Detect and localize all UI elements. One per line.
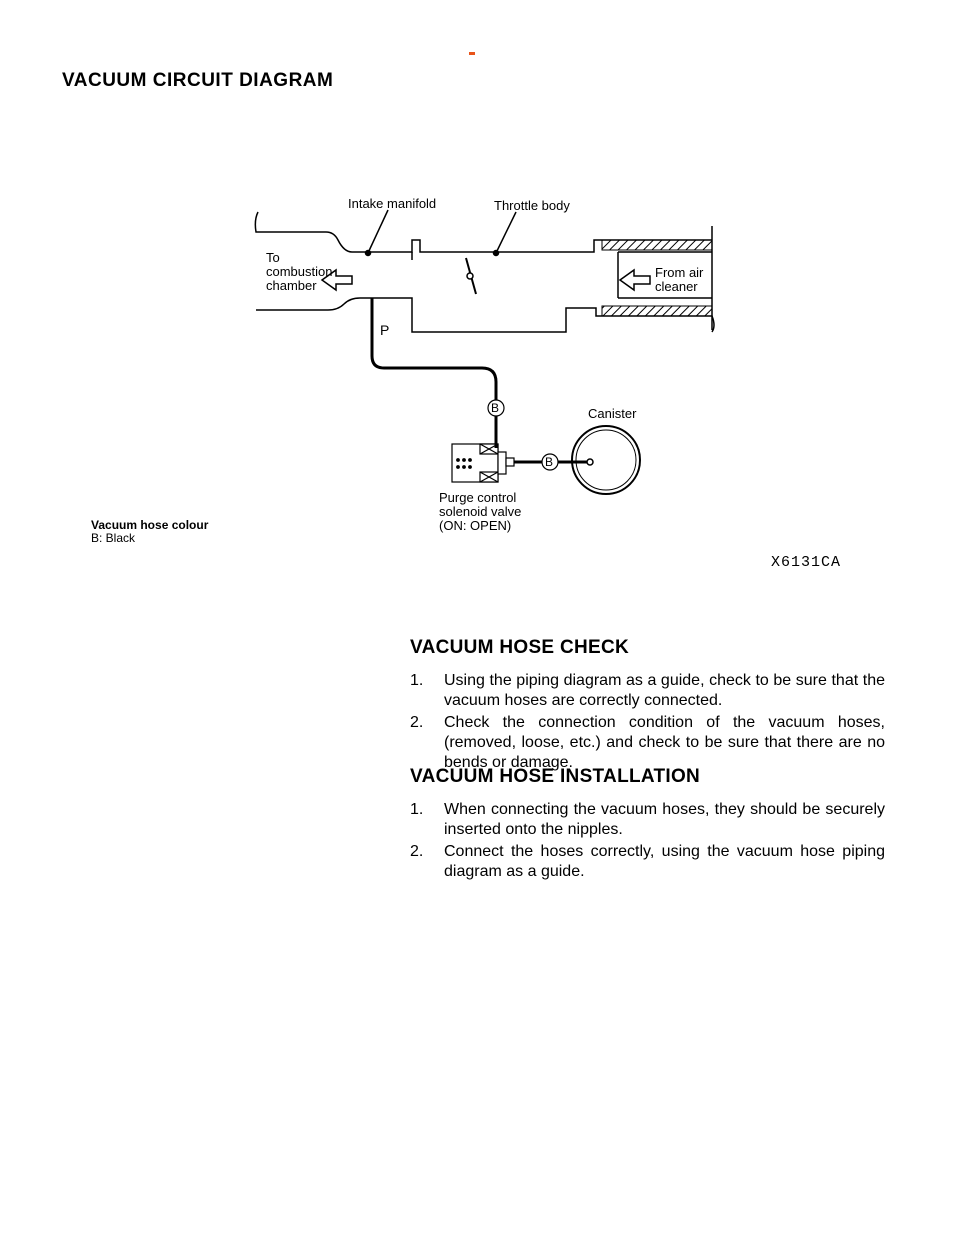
label-to-combustion-3: chamber [266, 278, 317, 293]
throttle-valve [465, 257, 477, 295]
step-item: 2. Check the connection condition of the… [410, 713, 885, 773]
step-number: 2. [410, 714, 424, 731]
step-text: When connecting the vacuum hoses, they s… [444, 801, 885, 838]
step-text: Connect the hoses correctly, using the v… [444, 843, 885, 880]
step-item: 2. Connect the hoses correctly, using th… [410, 842, 885, 882]
section-vacuum-hose-check: VACUUM HOSE CHECK 1. Using the piping di… [410, 637, 885, 775]
label-port-p: P [380, 322, 390, 338]
canister [571, 425, 641, 495]
leader-lines [364, 209, 517, 257]
section-heading: VACUUM HOSE CHECK [410, 637, 630, 658]
figure-code: X6131CA [771, 554, 842, 571]
vacuum-hose [370, 298, 590, 464]
hose-color-markers [487, 399, 559, 471]
page-title: VACUUM CIRCUIT DIAGRAM [62, 70, 334, 91]
section-vacuum-hose-installation: VACUUM HOSE INSTALLATION 1. When connect… [410, 766, 885, 884]
label-from-air-1: From air [655, 265, 704, 280]
step-number: 1. [410, 801, 424, 818]
legend-title: Vacuum hose colour [91, 518, 209, 532]
label-hose-b-2: B [545, 455, 554, 469]
step-text: Check the connection condition of the va… [444, 714, 885, 771]
label-to-combustion-2: combustion [266, 264, 333, 279]
step-number: 2. [410, 843, 424, 860]
step-text: Using the piping diagram as a guide, che… [444, 672, 885, 709]
diagram-drawing [254, 209, 715, 495]
vacuum-circuit-diagram: Intake manifold Throttle body To combust… [0, 180, 960, 580]
label-intake-manifold: Intake manifold [348, 196, 437, 211]
legend-entry: B: Black [91, 531, 136, 545]
arrow-from-air [618, 268, 651, 292]
label-hose-b-1: B [491, 401, 500, 415]
label-canister: Canister [588, 406, 637, 421]
hose-colour-legend: Vacuum hose colour B: Black [91, 519, 208, 545]
label-throttle-body: Throttle body [494, 198, 570, 213]
step-number: 1. [410, 672, 424, 689]
duct-hatch-bottom [601, 305, 713, 317]
purge-control-solenoid-valve [451, 442, 515, 483]
label-valve-2: solenoid valve [439, 504, 522, 519]
arrow-to-combustion [320, 268, 353, 292]
label-valve-3: (ON: OPEN) [439, 518, 512, 533]
step-item: 1. When connecting the vacuum hoses, the… [410, 800, 885, 840]
section-heading: VACUUM HOSE INSTALLATION [410, 766, 701, 787]
page-top-mark [469, 52, 475, 55]
duct-hatch-top [601, 239, 713, 251]
step-list: 1. Using the piping diagram as a guide, … [410, 671, 885, 773]
label-valve-1: Purge control [439, 490, 517, 505]
label-from-air-2: cleaner [655, 279, 698, 294]
step-item: 1. Using the piping diagram as a guide, … [410, 671, 885, 711]
step-list: 1. When connecting the vacuum hoses, the… [410, 800, 885, 882]
label-to-combustion-1: To [266, 250, 280, 265]
